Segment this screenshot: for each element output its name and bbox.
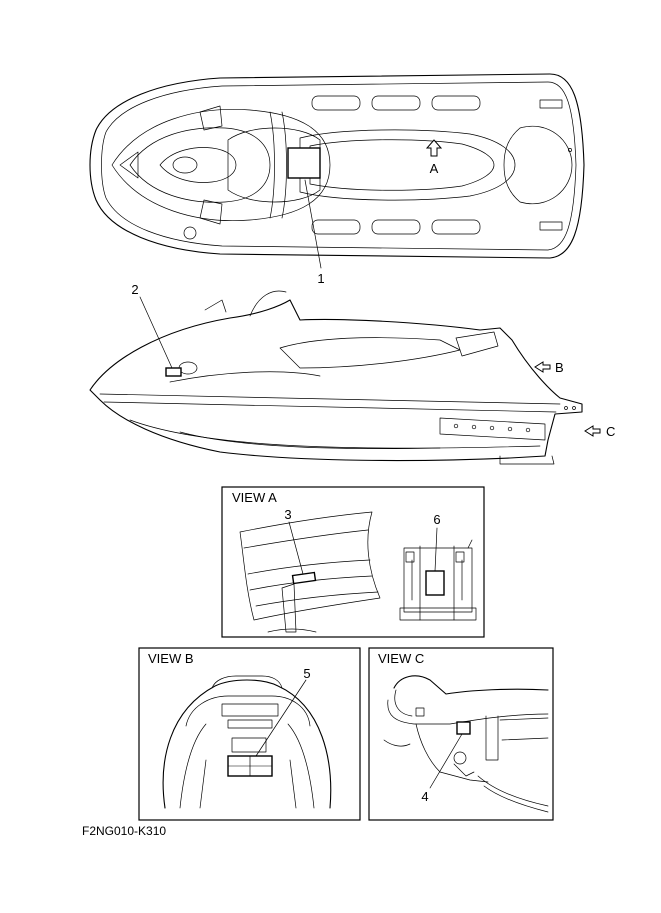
view-a-frame	[221, 486, 485, 638]
callout-4-leader	[429, 733, 463, 789]
callout-5-leader	[255, 679, 307, 757]
callout-3-leader	[288, 521, 304, 575]
callout-1: 1	[317, 271, 324, 286]
view-a-drawing	[239, 511, 477, 633]
side-view-hull	[89, 290, 583, 465]
view-b-arrow-icon	[534, 361, 551, 373]
view-c-title: VIEW C	[378, 651, 424, 666]
callout-1-leader	[304, 179, 322, 269]
label-3-location	[291, 571, 317, 585]
callout-2: 2	[131, 282, 138, 297]
view-c-frame	[368, 647, 554, 821]
view-c-drawing	[383, 675, 549, 813]
top-view-hull	[89, 73, 585, 259]
view-c-marker: C	[606, 424, 615, 439]
view-b-marker: B	[555, 360, 564, 375]
callout-5: 5	[303, 666, 310, 681]
view-a-marker: A	[430, 161, 439, 176]
view-b-drawing	[162, 675, 332, 809]
callout-3: 3	[284, 507, 291, 522]
callout-4: 4	[421, 789, 428, 804]
view-a-title: VIEW A	[232, 490, 277, 505]
view-b-title: VIEW B	[148, 651, 194, 666]
callout-2-leader	[139, 296, 173, 369]
label-2-location	[165, 367, 182, 377]
view-b-frame	[138, 647, 361, 821]
view-a-arrow-icon	[425, 139, 443, 157]
callout-6: 6	[433, 512, 440, 527]
label-4-location	[456, 721, 471, 735]
label-1-location	[287, 147, 321, 179]
figure-code: F2NG010-K310	[82, 824, 166, 838]
label-6-location	[425, 570, 445, 596]
callout-6-leader	[434, 527, 438, 572]
view-c-arrow-icon	[584, 425, 601, 437]
